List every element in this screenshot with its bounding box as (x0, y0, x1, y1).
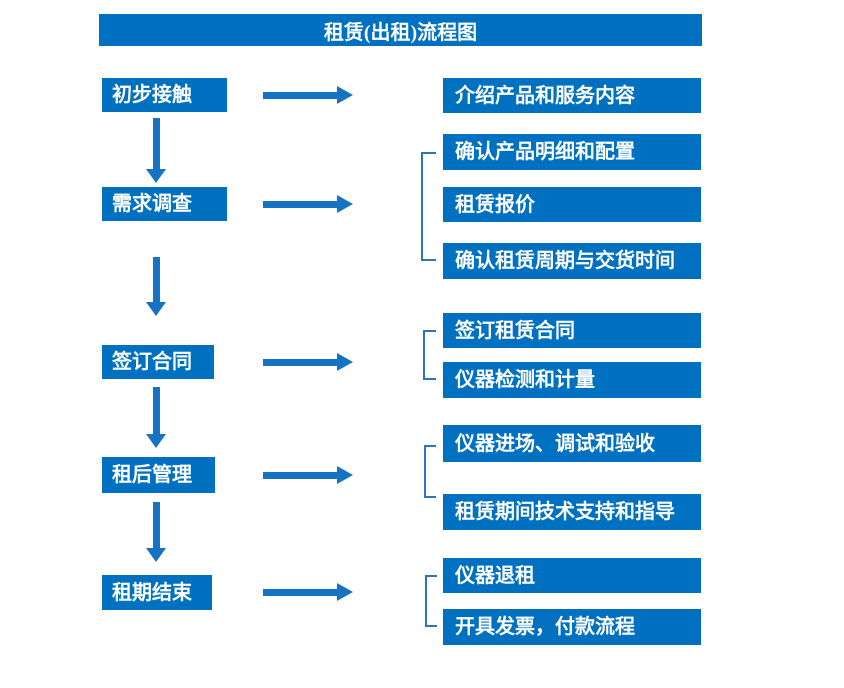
arrow-down-icon (146, 118, 166, 183)
arrow-right-icon (263, 466, 353, 484)
output-box: 租赁报价 (443, 187, 701, 222)
output-box: 确认租赁周期与交货时间 (443, 243, 701, 279)
stage-label: 初步接触 (112, 84, 192, 106)
bracket-group-post-rental (424, 445, 436, 498)
stage-label: 需求调查 (112, 193, 192, 215)
arrow-right-icon (263, 86, 353, 104)
stage-box-rental-end: 租期结束 (102, 575, 212, 610)
stage-label: 租后管理 (112, 464, 192, 486)
output-box: 仪器检测和计量 (443, 362, 701, 398)
stage-box-post-rental-management: 租后管理 (102, 457, 215, 493)
output-box: 开具发票，付款流程 (443, 609, 701, 645)
page-title: 租赁(出租)流程图 (323, 21, 478, 44)
arrow-down-icon (146, 502, 166, 562)
bracket-group-demand-survey (421, 152, 436, 261)
stage-box-initial-contact: 初步接触 (102, 78, 227, 112)
arrow-down-icon (146, 387, 166, 448)
output-label: 介绍产品和服务内容 (455, 84, 635, 107)
stage-label: 签订合同 (112, 351, 192, 373)
output-box: 租赁期间技术支持和指导 (443, 494, 701, 530)
arrow-right-icon (263, 583, 353, 601)
title-bar: 租赁(出租)流程图 (99, 14, 702, 46)
output-label: 开具发票，付款流程 (455, 616, 635, 638)
stage-label: 租期结束 (112, 581, 192, 604)
stage-box-sign-contract: 签订合同 (102, 345, 214, 379)
output-label: 确认产品明细和配置 (455, 141, 635, 163)
arrow-right-icon (263, 195, 353, 213)
bracket-group-rental-end (425, 575, 437, 627)
output-label: 租赁报价 (455, 193, 535, 216)
output-label: 仪器进场、调试和验收 (455, 432, 655, 455)
output-box: 仪器进场、调试和验收 (443, 425, 701, 462)
stage-box-demand-survey: 需求调查 (102, 187, 227, 221)
output-label: 租赁期间技术支持和指导 (455, 501, 675, 523)
arrow-down-icon (146, 257, 166, 316)
output-box: 确认产品明细和配置 (443, 134, 701, 170)
output-box: 仪器退租 (443, 558, 701, 593)
bracket-group-sign-contract (423, 330, 436, 380)
output-label: 签订租赁合同 (455, 319, 575, 342)
output-label: 仪器退租 (455, 564, 535, 587)
output-label: 仪器检测和计量 (455, 369, 595, 391)
arrow-right-icon (263, 353, 353, 371)
output-box: 签订租赁合同 (443, 313, 701, 348)
output-box: 介绍产品和服务内容 (443, 78, 701, 113)
output-label: 确认租赁周期与交货时间 (455, 250, 675, 272)
